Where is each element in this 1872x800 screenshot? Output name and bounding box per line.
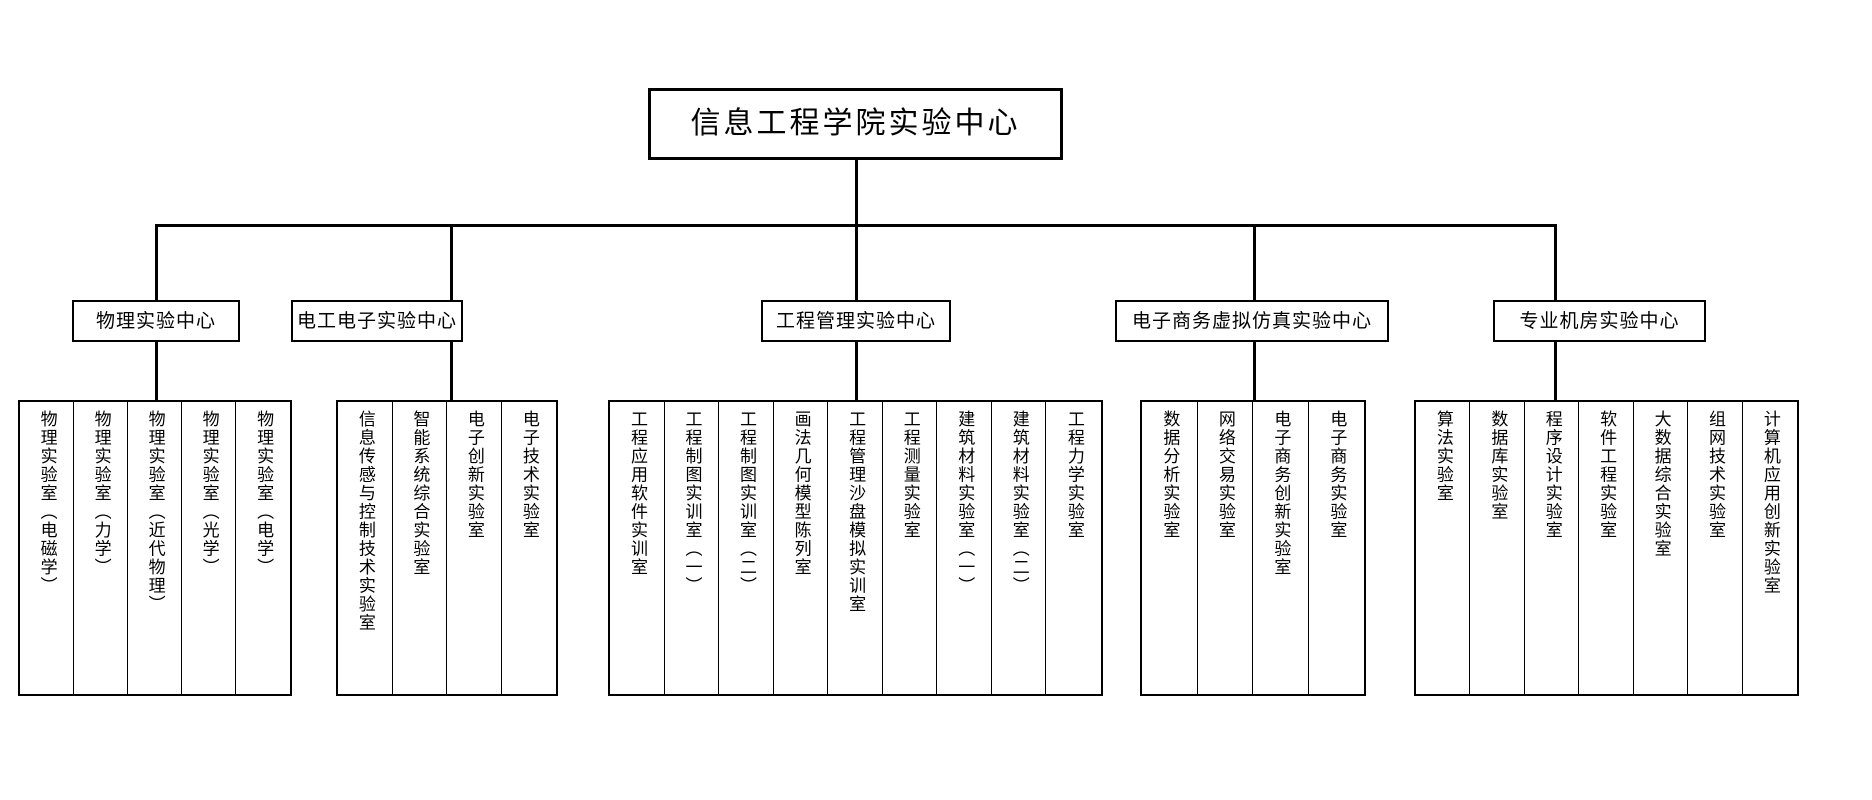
- lab-box[interactable]: 工程制图实训室（一）: [664, 402, 720, 694]
- lab-label: 工程管理沙盘模拟实训室: [845, 410, 866, 614]
- lab-box[interactable]: 网络交易实验室: [1197, 402, 1253, 694]
- lab-box[interactable]: 组网技术实验室: [1688, 402, 1743, 694]
- lab-label: 计算机应用创新实验室: [1759, 410, 1780, 595]
- center-label-ecommerce-simulation: 电子商务虚拟仿真实验中心: [1131, 309, 1372, 332]
- lab-box[interactable]: 工程制图实训室（二）: [719, 402, 774, 694]
- lab-label: 物理实验室（光学）: [198, 410, 219, 577]
- connector-drop-center-1: [155, 224, 158, 300]
- lab-label: 画法几何模型陈列室: [790, 410, 811, 577]
- lab-label: 信息传感与控制技术实验室: [354, 410, 375, 632]
- lab-label: 工程制图实训室（二）: [736, 410, 757, 595]
- lab-box[interactable]: 物理实验室（电学）: [236, 402, 290, 694]
- connector-stem-center-3: [855, 342, 858, 400]
- lab-box[interactable]: 计算机应用创新实验室: [1742, 402, 1797, 694]
- leaf-group-electrical: 信息传感与控制技术实验室 智能系统综合实验室 电子创新实验室 电子技术实验室: [336, 400, 558, 696]
- center-node-ecommerce-simulation[interactable]: 电子商务虚拟仿真实验中心: [1115, 300, 1389, 342]
- lab-label: 电子商务创新实验室: [1270, 410, 1291, 577]
- lab-box[interactable]: 画法几何模型陈列室: [773, 402, 829, 694]
- lab-box[interactable]: 程序设计实验室: [1524, 402, 1580, 694]
- lab-box[interactable]: 数据分析实验室: [1142, 402, 1198, 694]
- lab-box[interactable]: 数据库实验室: [1470, 402, 1525, 694]
- lab-box[interactable]: 算法实验室: [1416, 402, 1471, 694]
- lab-box[interactable]: 信息传感与控制技术实验室: [338, 402, 393, 694]
- lab-box[interactable]: 建筑材料实验室（二）: [991, 402, 1047, 694]
- connector-stem-center-5: [1554, 342, 1557, 400]
- center-node-computer-room[interactable]: 专业机房实验中心: [1493, 300, 1706, 342]
- lab-label: 物理实验室（电磁学）: [36, 410, 57, 595]
- lab-box[interactable]: 电子商务实验室: [1308, 402, 1364, 694]
- root-node-lab-center[interactable]: 信息工程学院实验中心: [648, 88, 1063, 160]
- lab-box[interactable]: 工程力学实验室: [1046, 402, 1101, 694]
- lab-box[interactable]: 物理实验室（电磁学）: [20, 402, 74, 694]
- lab-label: 数据库实验室: [1487, 410, 1508, 521]
- center-node-electrical[interactable]: 电工电子实验中心: [291, 300, 463, 342]
- lab-box[interactable]: 电子创新实验室: [447, 402, 502, 694]
- center-label-engineering-management: 工程管理实验中心: [775, 309, 936, 332]
- center-node-engineering-management[interactable]: 工程管理实验中心: [761, 300, 951, 342]
- lab-label: 智能系统综合实验室: [409, 410, 430, 577]
- lab-label: 大数据综合实验室: [1650, 410, 1671, 558]
- lab-label: 数据分析实验室: [1159, 410, 1180, 540]
- lab-label: 电子创新实验室: [463, 410, 484, 540]
- lab-label: 物理实验室（近代物理）: [144, 410, 165, 614]
- lab-label: 工程应用软件实训室: [626, 410, 647, 577]
- connector-stem-center-4: [1253, 342, 1256, 400]
- connector-drop-center-2: [450, 224, 453, 300]
- lab-box[interactable]: 电子技术实验室: [501, 402, 556, 694]
- lab-label: 工程制图实训室（一）: [681, 410, 702, 595]
- lab-label: 物理实验室（力学）: [90, 410, 111, 577]
- lab-label: 工程测量实验室: [899, 410, 920, 540]
- lab-box[interactable]: 工程管理沙盘模拟实训室: [828, 402, 883, 694]
- lab-box[interactable]: 工程应用软件实训室: [610, 402, 665, 694]
- lab-label: 电子商务实验室: [1326, 410, 1347, 540]
- leaf-group-computer-room: 算法实验室 数据库实验室 程序设计实验室 软件工程实验室 大数据综合实验室 组网…: [1414, 400, 1799, 696]
- lab-label: 物理实验室（电学）: [253, 410, 274, 577]
- lab-label: 组网技术实验室: [1705, 410, 1725, 540]
- connector-stem-center-1: [155, 342, 158, 400]
- connector-drop-center-4: [1253, 224, 1256, 300]
- lab-box[interactable]: 物理实验室（近代物理）: [128, 402, 182, 694]
- connector-drop-center-5: [1554, 224, 1557, 300]
- lab-box[interactable]: 智能系统综合实验室: [392, 402, 447, 694]
- center-label-physics: 物理实验中心: [95, 309, 216, 332]
- lab-label: 电子技术实验室: [518, 410, 539, 540]
- lab-label: 程序设计实验室: [1541, 410, 1562, 540]
- lab-label: 软件工程实验室: [1596, 410, 1617, 540]
- lab-box[interactable]: 物理实验室（光学）: [182, 402, 236, 694]
- lab-box[interactable]: 工程测量实验室: [882, 402, 938, 694]
- leaf-group-physics: 物理实验室（电磁学） 物理实验室（力学） 物理实验室（近代物理） 物理实验室（光…: [18, 400, 292, 696]
- connector-stem-center-2: [450, 342, 453, 400]
- lab-box[interactable]: 电子商务创新实验室: [1253, 402, 1309, 694]
- lab-box[interactable]: 建筑材料实验室（一）: [937, 402, 992, 694]
- lab-box[interactable]: 大数据综合实验室: [1633, 402, 1689, 694]
- connector-root-stem: [855, 160, 858, 226]
- center-label-computer-room: 专业机房实验中心: [1519, 309, 1680, 332]
- lab-box[interactable]: 物理实验室（力学）: [74, 402, 128, 694]
- center-label-electrical: 电工电子实验中心: [296, 309, 457, 332]
- lab-label: 工程力学实验室: [1063, 410, 1084, 540]
- lab-label: 建筑材料实验室（二）: [1008, 410, 1029, 595]
- center-node-physics[interactable]: 物理实验中心: [72, 300, 240, 342]
- lab-box[interactable]: 软件工程实验室: [1579, 402, 1634, 694]
- leaf-group-engineering-management: 工程应用软件实训室 工程制图实训室（一） 工程制图实训室（二） 画法几何模型陈列…: [608, 400, 1103, 696]
- lab-label: 算法实验室: [1432, 410, 1453, 503]
- leaf-group-ecommerce-simulation: 数据分析实验室 网络交易实验室 电子商务创新实验室 电子商务实验室: [1140, 400, 1366, 696]
- lab-label: 网络交易实验室: [1214, 410, 1235, 540]
- connector-drop-center-3: [855, 224, 858, 300]
- lab-label: 建筑材料实验室（一）: [954, 410, 975, 595]
- root-node-label: 信息工程学院实验中心: [690, 106, 1021, 141]
